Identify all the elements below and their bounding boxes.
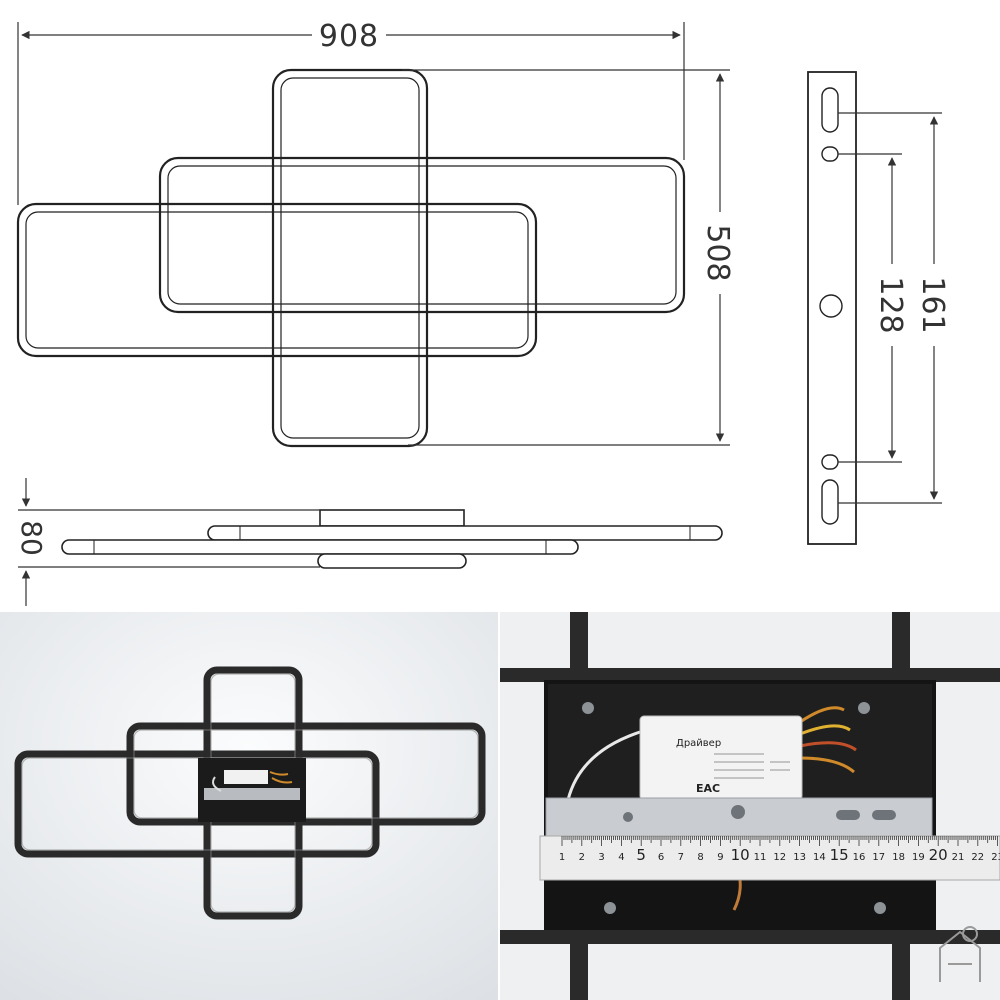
- ring-vertical: [271, 68, 429, 448]
- dimension-bracket-outer-label: 161: [915, 276, 950, 333]
- driver-title: Драйвер: [676, 738, 721, 749]
- dimension-bracket-inner-label: 128: [873, 276, 908, 333]
- ruler-number: 21: [952, 852, 965, 863]
- dimension-depth: [402, 69, 730, 446]
- ruler-number: 18: [892, 852, 905, 863]
- driver-brand: EAC: [696, 782, 720, 795]
- dimension-width-label: 908: [319, 19, 379, 54]
- ruler-number: 1: [559, 852, 565, 863]
- ruler-number: 13: [793, 852, 806, 863]
- ruler-number: 23: [991, 852, 1000, 863]
- lamp-photo: [0, 612, 498, 1000]
- mounting-bracket: [807, 71, 857, 545]
- lamp-ring-left: [14, 750, 380, 858]
- steel-mounting-plate: [545, 797, 933, 837]
- ruler-number: 5: [636, 846, 646, 864]
- ring-left: [16, 202, 538, 358]
- dimension-height-label: 80: [15, 520, 48, 556]
- ruler-number: 22: [971, 852, 984, 863]
- ruler-number: 15: [830, 846, 849, 864]
- lamp-control-box: [198, 758, 306, 822]
- ring-middle: [158, 156, 686, 314]
- ruler-number: 6: [658, 852, 664, 863]
- dimension-bracket-outer: [838, 112, 942, 504]
- ruler-number: 3: [598, 852, 604, 863]
- ruler-number: 8: [697, 852, 703, 863]
- ruler-number: 7: [678, 852, 684, 863]
- ruler-number: 17: [872, 852, 885, 863]
- dimension-width: [17, 22, 685, 205]
- ruler-number: 4: [618, 852, 624, 863]
- measuring-ruler: 1234567891011121314151617181920212223: [539, 835, 1000, 881]
- ruler-number: 16: [853, 852, 866, 863]
- ruler-number: 2: [579, 852, 585, 863]
- logo-house-icon: [939, 926, 981, 982]
- dimension-bracket-inner: [838, 153, 902, 463]
- ruler-number: 14: [813, 852, 826, 863]
- side-view: [61, 509, 723, 569]
- ruler-number: 9: [717, 852, 723, 863]
- ruler-number: 11: [754, 852, 767, 863]
- dimension-height: [18, 478, 320, 606]
- dimension-depth-label: 508: [700, 224, 735, 281]
- ruler-number: 12: [773, 852, 786, 863]
- driver-module: Драйвер EAC: [639, 715, 803, 801]
- ruler-number: 10: [731, 846, 750, 864]
- ruler-number: 19: [912, 852, 925, 863]
- technical-drawing: 908 508 80 128: [15, 19, 950, 606]
- ruler-number: 20: [929, 846, 948, 864]
- top-view: [16, 68, 686, 448]
